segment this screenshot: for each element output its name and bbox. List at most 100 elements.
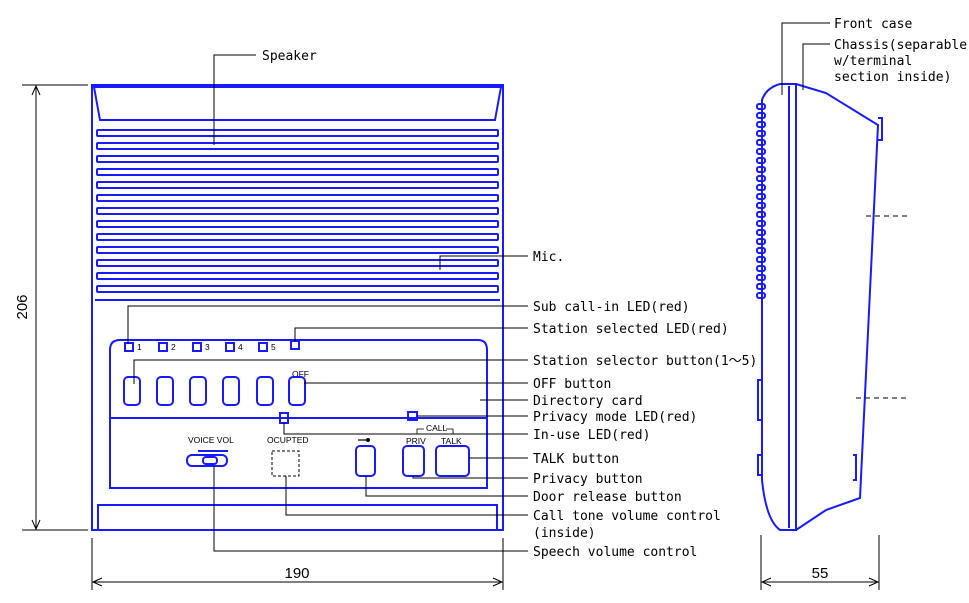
side-rib bbox=[756, 265, 766, 272]
label-door-release-button: Door release button bbox=[533, 490, 682, 505]
call-tone-volume-control[interactable] bbox=[271, 450, 300, 477]
control-panel bbox=[109, 339, 488, 489]
front-outer-frame bbox=[91, 84, 504, 531]
side-rib bbox=[756, 157, 766, 164]
side-bottom-tab bbox=[853, 454, 857, 481]
label-call-tone-volume-1: Call tone volume control bbox=[533, 509, 721, 524]
speech-volume-slider[interactable] bbox=[186, 454, 228, 467]
side-lower-tab bbox=[757, 454, 762, 476]
grille-bar bbox=[96, 207, 499, 215]
door-release-button[interactable] bbox=[355, 445, 376, 477]
front-upper-bevel bbox=[92, 86, 503, 121]
side-rib bbox=[756, 184, 766, 191]
label-chassis-3: section inside) bbox=[834, 70, 951, 85]
front-lower-bevel bbox=[97, 504, 498, 530]
privacy-button[interactable] bbox=[402, 445, 425, 477]
side-rib bbox=[756, 193, 766, 200]
grille-bar bbox=[96, 129, 499, 137]
speaker-grille bbox=[96, 129, 499, 293]
label-mic: Mic. bbox=[533, 250, 564, 265]
label-front-case: Front case bbox=[834, 17, 912, 32]
station-selector-button[interactable] bbox=[222, 376, 240, 406]
grille-bar bbox=[96, 233, 499, 241]
station-selector-button[interactable] bbox=[156, 376, 174, 406]
station-selector-button[interactable] bbox=[256, 376, 274, 406]
side-rib bbox=[756, 283, 766, 290]
side-mid-tab bbox=[757, 379, 762, 421]
front-case-side bbox=[761, 83, 797, 531]
talk-button[interactable] bbox=[435, 445, 470, 477]
call-label: CALL bbox=[426, 423, 448, 433]
label-chassis-2: w/terminal bbox=[834, 54, 912, 69]
grille-bar bbox=[96, 272, 499, 280]
sub-call-in-led bbox=[124, 342, 134, 352]
sub-call-in-led bbox=[158, 342, 168, 352]
off-label: OFF bbox=[292, 369, 309, 379]
station-selector-button[interactable] bbox=[189, 376, 207, 406]
label-station-selected-led: Station selected LED(red) bbox=[533, 322, 729, 337]
side-rib bbox=[756, 229, 766, 236]
side-grille-ribs bbox=[756, 103, 766, 299]
station-number: 4 bbox=[238, 342, 243, 352]
side-rib bbox=[756, 148, 766, 155]
side-rib bbox=[756, 130, 766, 137]
grille-bar bbox=[96, 142, 499, 150]
station-number: 5 bbox=[271, 342, 276, 352]
height-dimension: 206 bbox=[14, 294, 31, 319]
label-call-tone-volume-2: (inside) bbox=[533, 526, 596, 541]
side-view bbox=[756, 83, 910, 531]
station-selected-led bbox=[290, 340, 300, 350]
voice-vol-label: VOICE VOL bbox=[188, 435, 234, 445]
station-number: 3 bbox=[205, 342, 210, 352]
side-rib bbox=[756, 274, 766, 281]
sub-call-in-led bbox=[225, 342, 235, 352]
label-station-selector-button: Station selector button(1～5) bbox=[533, 354, 757, 369]
side-rib bbox=[756, 139, 766, 146]
label-privacy-button: Privacy button bbox=[533, 472, 643, 487]
sub-call-in-led bbox=[258, 342, 268, 352]
label-speech-volume-control: Speech volume control bbox=[533, 545, 697, 560]
side-rib bbox=[756, 112, 766, 119]
off-button[interactable] bbox=[288, 376, 306, 406]
side-rib bbox=[756, 202, 766, 209]
side-rib bbox=[756, 121, 766, 128]
grille-bar bbox=[96, 194, 499, 202]
side-rib bbox=[756, 238, 766, 245]
grille-bar bbox=[96, 220, 499, 228]
talk-label: TALK bbox=[441, 436, 462, 446]
side-rib bbox=[756, 220, 766, 227]
callout-labels: Speaker Front case Chassis(separable w/t… bbox=[262, 17, 967, 560]
side-top-tab bbox=[878, 117, 883, 141]
call-bracket bbox=[416, 428, 454, 434]
ocupted-label: OCUPTED bbox=[267, 435, 309, 445]
sub-call-in-led bbox=[192, 342, 202, 352]
label-privacy-mode-led: Privacy mode LED(red) bbox=[533, 410, 697, 425]
chassis-side bbox=[795, 83, 880, 531]
station-led-row: 1 2 3 4 5 bbox=[124, 342, 276, 352]
side-rib bbox=[756, 211, 766, 218]
depth-dimension: 55 bbox=[812, 565, 829, 582]
side-rib bbox=[756, 292, 766, 299]
side-rib bbox=[756, 256, 766, 263]
dimension-lines bbox=[22, 84, 880, 590]
speech-volume-knob[interactable] bbox=[202, 456, 218, 465]
leader-lines bbox=[127, 22, 830, 552]
front-view: 1 2 3 4 5 OFF VOICE VOL OCUPTED CALL PRIV TA… bbox=[91, 84, 504, 531]
width-dimension: 190 bbox=[284, 565, 309, 582]
grille-bar bbox=[96, 259, 499, 267]
label-talk-button: TALK button bbox=[533, 452, 619, 467]
station-selector-button[interactable] bbox=[123, 376, 141, 406]
label-in-use-led: In-use LED(red) bbox=[533, 428, 650, 443]
label-off-button: OFF button bbox=[533, 377, 611, 392]
label-chassis-1: Chassis(separable bbox=[834, 38, 967, 53]
grille-bar bbox=[96, 155, 499, 163]
label-directory-card: Directory card bbox=[533, 394, 643, 409]
label-sub-call-in-led: Sub call-in LED(red) bbox=[533, 300, 690, 315]
grille-bar bbox=[96, 168, 499, 176]
grille-bar bbox=[96, 181, 499, 189]
station-number: 1 bbox=[137, 342, 142, 352]
side-rib bbox=[756, 166, 766, 173]
station-number: 2 bbox=[171, 342, 176, 352]
priv-label: PRIV bbox=[406, 436, 426, 446]
